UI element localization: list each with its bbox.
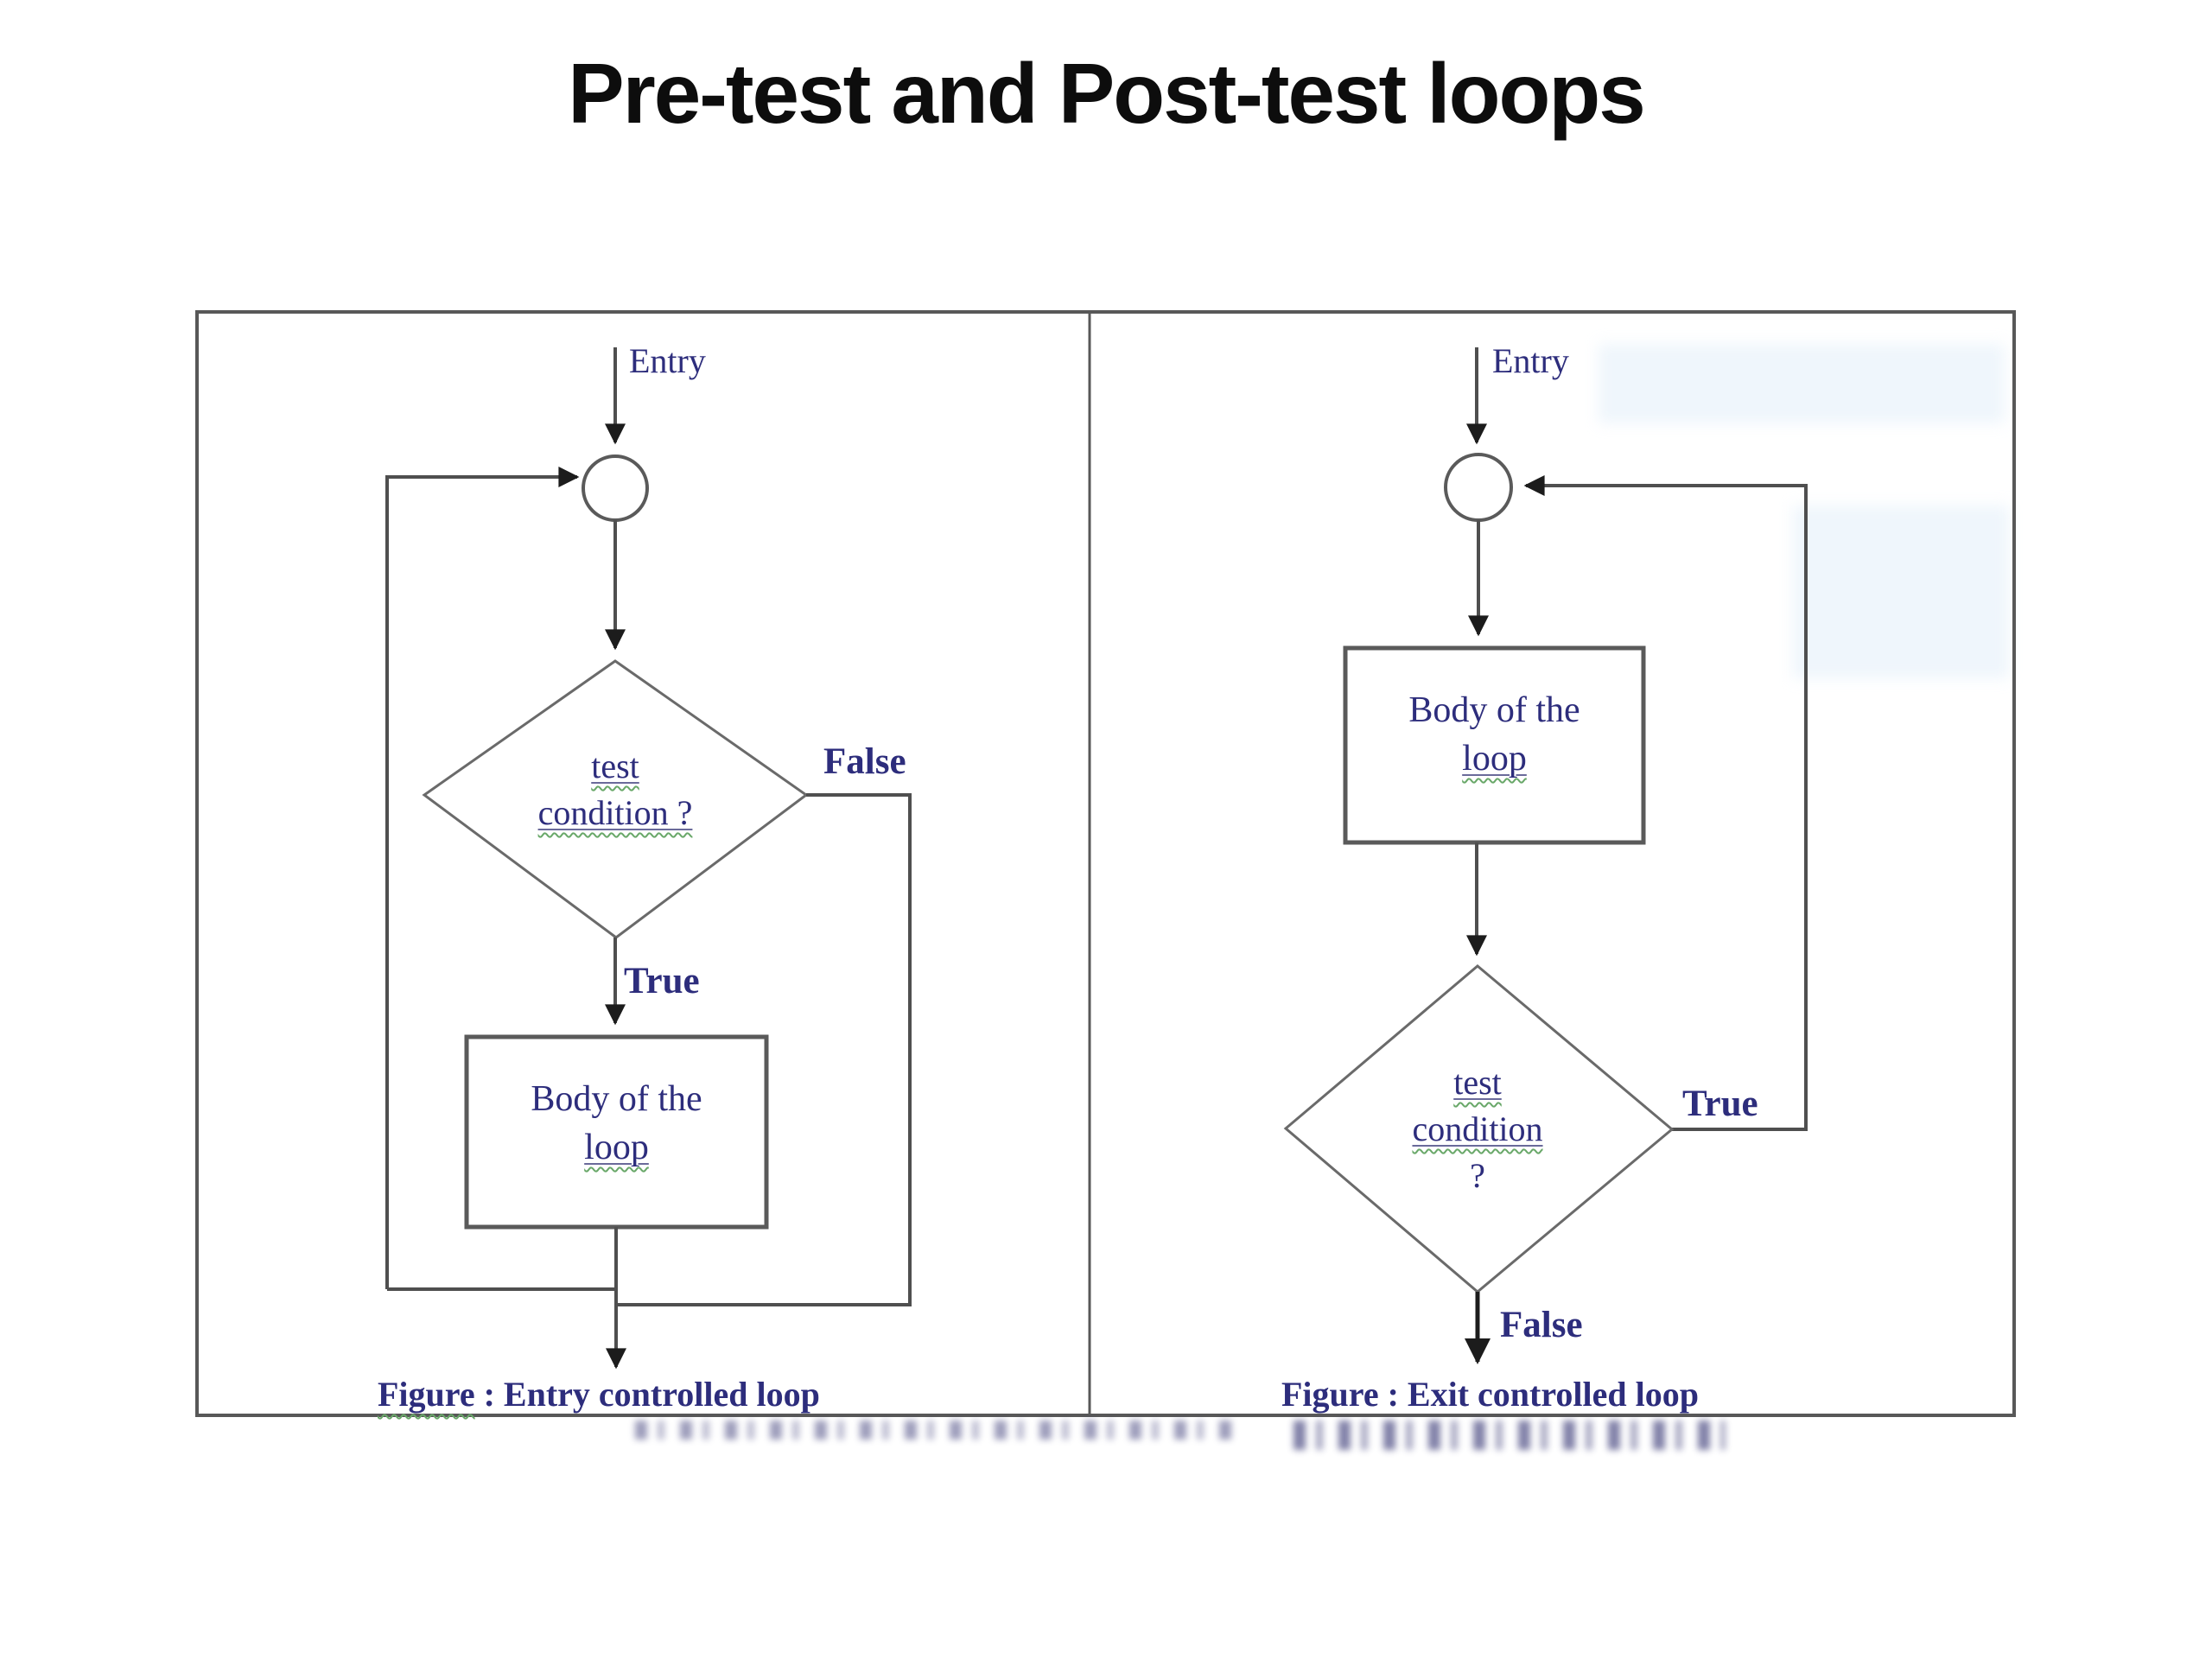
left-body-line1: Body of the bbox=[531, 1079, 702, 1119]
right-condition-line2: condition bbox=[1412, 1109, 1543, 1148]
cutoff-text-artifact-right bbox=[1294, 1421, 1726, 1450]
left-body-line2: loop bbox=[584, 1128, 649, 1167]
right-body-line2: loop bbox=[1462, 739, 1527, 779]
scan-tint-right bbox=[1793, 505, 2009, 678]
left-condition-text: test condition ? bbox=[442, 743, 788, 836]
cutoff-text-artifact-left bbox=[635, 1421, 1240, 1440]
right-caption: Figure : Exit controlled loop bbox=[1281, 1376, 1699, 1414]
left-caption: Figure : Entry controlled loop bbox=[378, 1376, 820, 1414]
right-false-label: False bbox=[1500, 1305, 1583, 1345]
left-body-text: Body of the loop bbox=[467, 1075, 766, 1172]
right-caption-word: Figure bbox=[1281, 1375, 1379, 1414]
right-loopback-line bbox=[1523, 475, 1808, 1131]
right-body-text: Body of the loop bbox=[1345, 686, 1643, 783]
left-loopback-line bbox=[385, 467, 580, 1289]
right-body-box bbox=[1343, 645, 1646, 845]
left-caption-rest: : Entry controlled loop bbox=[474, 1375, 820, 1414]
right-merge-circle bbox=[1444, 453, 1513, 522]
right-condition-line1: test bbox=[1453, 1063, 1502, 1102]
right-condition-line3: ? bbox=[1470, 1156, 1485, 1195]
figure-frame bbox=[195, 310, 2016, 1417]
right-caption-rest: : Exit controlled loop bbox=[1378, 1375, 1699, 1414]
right-entry-label: Entry bbox=[1492, 341, 1569, 380]
left-false-label: False bbox=[823, 741, 906, 782]
right-condition-text: test condition ? bbox=[1305, 1059, 1650, 1199]
scan-tint-top bbox=[1599, 344, 2005, 423]
left-entry-label: Entry bbox=[629, 341, 706, 380]
left-false-path bbox=[616, 793, 912, 1306]
page-title: Pre-test and Post-test loops bbox=[568, 46, 1645, 141]
left-condition-line2: condition ? bbox=[537, 793, 693, 832]
left-merge-circle bbox=[582, 454, 649, 522]
left-true-label: True bbox=[624, 961, 700, 1001]
left-caption-word: Figure bbox=[378, 1375, 475, 1414]
right-body-line1: Body of the bbox=[1408, 690, 1580, 730]
right-true-label: True bbox=[1682, 1084, 1758, 1124]
left-condition-line1: test bbox=[591, 747, 639, 785]
